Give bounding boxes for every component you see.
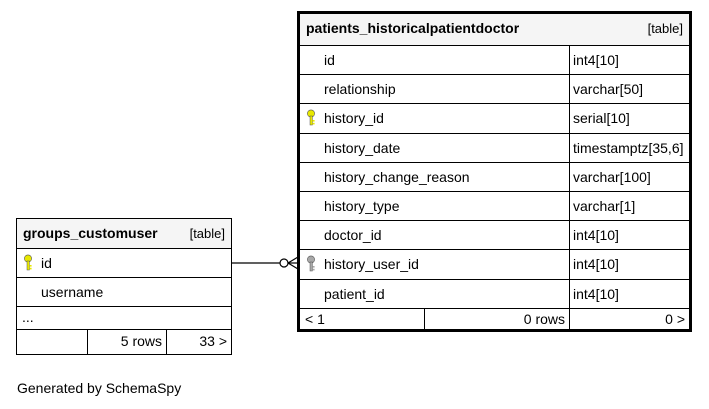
column-name: id bbox=[324, 52, 335, 68]
table-row: history_id serial[10] bbox=[300, 104, 689, 134]
table-name: patients_historicalpatientdoctor bbox=[306, 20, 520, 36]
column-name: history_change_reason bbox=[324, 168, 470, 185]
column-name: relationship bbox=[324, 81, 396, 98]
column-name: history_date bbox=[324, 139, 401, 156]
table-kind: [table] bbox=[189, 226, 225, 241]
table-footer: < 1 0 rows 0 > bbox=[300, 308, 689, 332]
table-row: history_user_id int4[10] bbox=[300, 250, 689, 280]
table-row: history_date timestamptz[35,6] bbox=[300, 133, 689, 163]
column-name: id bbox=[41, 255, 52, 271]
footer-children: 33 > bbox=[199, 333, 227, 349]
table-patients-historicalpatientdoctor[interactable]: patients_historicalpatientdoctor [table]… bbox=[297, 11, 692, 332]
column-type: int4[10] bbox=[573, 256, 619, 273]
table-row: patient_id int4[10] bbox=[300, 279, 689, 309]
foreign-key-icon bbox=[306, 255, 318, 273]
column-type: int4[10] bbox=[573, 227, 619, 244]
column-name: doctor_id bbox=[324, 227, 382, 244]
table-footer: 5 rows 33 > bbox=[17, 330, 231, 354]
column-type: int4[10] bbox=[573, 285, 619, 302]
column-type: serial[10] bbox=[573, 110, 630, 127]
column-type: varchar[100] bbox=[573, 168, 651, 185]
table-header: patients_historicalpatientdoctor [table] bbox=[300, 14, 689, 46]
connector-crowfoot-top bbox=[287, 256, 299, 264]
primary-key-icon bbox=[23, 254, 35, 272]
footer-rows: 5 rows bbox=[120, 333, 162, 349]
table-row: doctor_id int4[10] bbox=[300, 221, 689, 251]
connector-crowfoot-bottom bbox=[287, 262, 299, 270]
column-name: username bbox=[41, 284, 104, 300]
table-kind: [table] bbox=[647, 21, 683, 36]
more-indicator: ... bbox=[22, 309, 34, 325]
table-row: username bbox=[17, 278, 231, 307]
footer-parents: < 1 bbox=[305, 311, 325, 327]
column-name: history_type bbox=[324, 198, 400, 214]
table-row: id int4[10] bbox=[300, 46, 689, 76]
primary-key-icon bbox=[306, 109, 318, 127]
table-groups-customuser[interactable]: groups_customuser [table] id username ...… bbox=[16, 218, 232, 355]
column-name: history_user_id bbox=[324, 256, 419, 273]
more-columns-row: ... bbox=[17, 307, 231, 330]
generated-by-caption: Generated by SchemaSpy bbox=[17, 380, 182, 396]
table-row: relationship varchar[50] bbox=[300, 75, 689, 105]
table-row: history_type varchar[1] bbox=[300, 192, 689, 222]
table-row: history_change_reason varchar[100] bbox=[300, 162, 689, 192]
column-name: history_id bbox=[324, 110, 384, 127]
footer-rows: 0 rows bbox=[523, 311, 565, 327]
table-name: groups_customuser bbox=[23, 225, 158, 241]
column-name: patient_id bbox=[324, 285, 385, 302]
column-type: int4[10] bbox=[573, 52, 619, 68]
connector-zero-optional bbox=[279, 258, 289, 268]
table-row: id bbox=[17, 249, 231, 278]
column-type: varchar[1] bbox=[573, 198, 636, 214]
table-header: groups_customuser [table] bbox=[17, 219, 231, 249]
column-type: varchar[50] bbox=[573, 81, 644, 98]
column-type: timestamptz[35,6] bbox=[573, 139, 684, 156]
footer-children: 0 > bbox=[665, 311, 685, 327]
